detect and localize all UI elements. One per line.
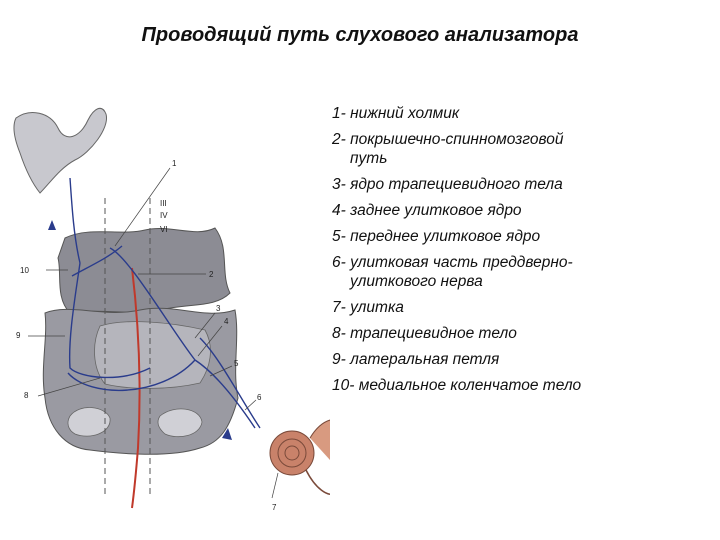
- legend-item: 5- переднее улитковое ядро: [332, 227, 712, 246]
- legend-item: 6- улитковая часть преддверно-улиткового…: [332, 253, 712, 291]
- legend-item-text: 6- улитковая часть преддверно-: [332, 254, 573, 271]
- page-title: Проводящий путь слухового анализатора: [141, 24, 579, 46]
- legend-item-text: 1- нижний холмик: [332, 105, 460, 122]
- callout-2: 2: [209, 270, 214, 279]
- brainstem-center: [94, 321, 211, 389]
- cochlea-illustration: [269, 418, 353, 495]
- legend-item: 7- улитка: [332, 298, 712, 317]
- nerve-label-vi: VI: [160, 225, 168, 234]
- legend-item-text: 5- переднее улитковое ядро: [332, 228, 541, 245]
- thalamus-outline: [13, 107, 107, 194]
- legend-list: 1- нижний холмик 2- покрышечно-спинномоз…: [332, 104, 712, 402]
- legend-item-continuation: улиткового нерва: [350, 273, 483, 290]
- nerve-label-iii: III: [160, 199, 167, 208]
- legend-item-text: 3- ядро трапециевидного тела: [332, 176, 563, 193]
- callout-10: 10: [20, 266, 29, 275]
- tectospinal-tract: [131, 267, 141, 509]
- legend-item-text: 7- улитка: [332, 299, 404, 316]
- callout-8: 8: [24, 391, 29, 400]
- callout-6: 6: [257, 393, 262, 402]
- auditory-pathway-diagram: 1 2 3 4 5 6 7 8 9 10 III IV VI: [10, 98, 353, 528]
- olive-left: [67, 407, 111, 437]
- legend-item: 9- латеральная петля: [332, 350, 712, 369]
- legend-item-text: 2- покрышечно-спинномозговой: [332, 131, 564, 148]
- legend-item-text: 10- медиальное коленчатое тело: [332, 377, 582, 394]
- legend-item: 4- заднее улитковое ядро: [332, 201, 712, 220]
- legend-item-text: 9- латеральная петля: [332, 351, 500, 368]
- diagram-svg: 1 2 3 4 5 6 7 8 9 10 III IV VI: [13, 107, 353, 512]
- legend-item: 1- нижний холмик: [332, 104, 712, 123]
- legend-item: 2- покрышечно-спинномозговой путь: [332, 130, 712, 168]
- olive-right: [157, 408, 203, 438]
- callout-4: 4: [224, 317, 229, 326]
- legend-item-text: 8- трапециевидное тело: [332, 325, 517, 342]
- legend-item: 10- медиальное коленчатое тело: [332, 376, 712, 395]
- legend-item-text: 4- заднее улитковое ядро: [332, 202, 522, 219]
- nerve-label-iv: IV: [160, 211, 168, 220]
- callout-7: 7: [272, 503, 277, 512]
- callout-1: 1: [172, 159, 177, 168]
- callout-9: 9: [16, 331, 21, 340]
- legend-item-continuation: путь: [350, 150, 388, 167]
- legend-item: 8- трапециевидное тело: [332, 324, 712, 343]
- legend-item: 3- ядро трапециевидного тела: [332, 175, 712, 194]
- callout-5: 5: [234, 359, 239, 368]
- brainstem-upper: [57, 227, 231, 314]
- callout-3: 3: [216, 304, 221, 313]
